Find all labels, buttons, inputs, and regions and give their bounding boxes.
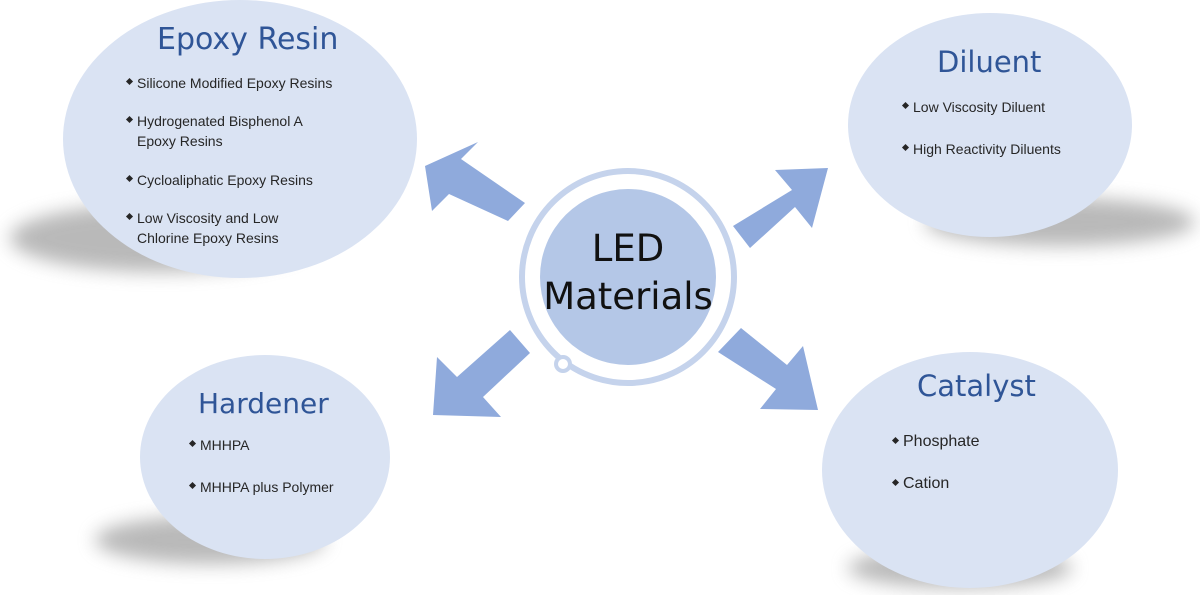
diluent-title: Diluent — [937, 45, 1042, 79]
list-item: Phosphate — [892, 432, 1072, 452]
arrow-to-hardener — [433, 330, 530, 417]
diluent-list: Low Viscosity Diluent High Reactivity Di… — [902, 97, 1122, 159]
hardener-bubble — [140, 355, 390, 559]
list-item: High Reactivity Diluents — [902, 139, 1122, 159]
list-item: Low Viscosity and Low Chlorine Epoxy Res… — [126, 208, 322, 248]
catalyst-bubble — [822, 352, 1118, 588]
arrow-to-epoxy-resin — [425, 142, 525, 221]
center-label-line2: Materials — [543, 275, 713, 318]
list-item: Cation — [892, 474, 1072, 494]
catalyst-list: Phosphate Cation — [892, 432, 1072, 494]
hardener-title: Hardener — [198, 387, 329, 420]
diluent-bubble — [848, 13, 1132, 237]
list-item: MHHPA — [189, 435, 389, 455]
center-label: LED Materials — [528, 225, 728, 321]
list-item: Cycloaliphatic Epoxy Resins — [126, 170, 376, 190]
catalyst-title: Catalyst — [917, 369, 1036, 403]
list-item: MHHPA plus Polymer — [189, 477, 389, 497]
center-ring-knob — [554, 355, 572, 373]
epoxy-resin-list: Silicone Modified Epoxy Resins Hydrogena… — [126, 73, 376, 248]
arrow-to-diluent — [733, 168, 828, 248]
list-item: Hydrogenated Bisphenol A Epoxy Resins — [126, 111, 342, 151]
list-item: Silicone Modified Epoxy Resins — [126, 73, 376, 93]
center-label-line1: LED — [591, 227, 665, 270]
list-item: Low Viscosity Diluent — [902, 97, 1122, 117]
hardener-list: MHHPA MHHPA plus Polymer — [189, 435, 389, 497]
center-outer-ring — [519, 168, 737, 386]
epoxy-resin-title: Epoxy Resin — [157, 22, 339, 57]
arrow-to-catalyst — [718, 328, 818, 410]
center-circle — [540, 189, 716, 365]
